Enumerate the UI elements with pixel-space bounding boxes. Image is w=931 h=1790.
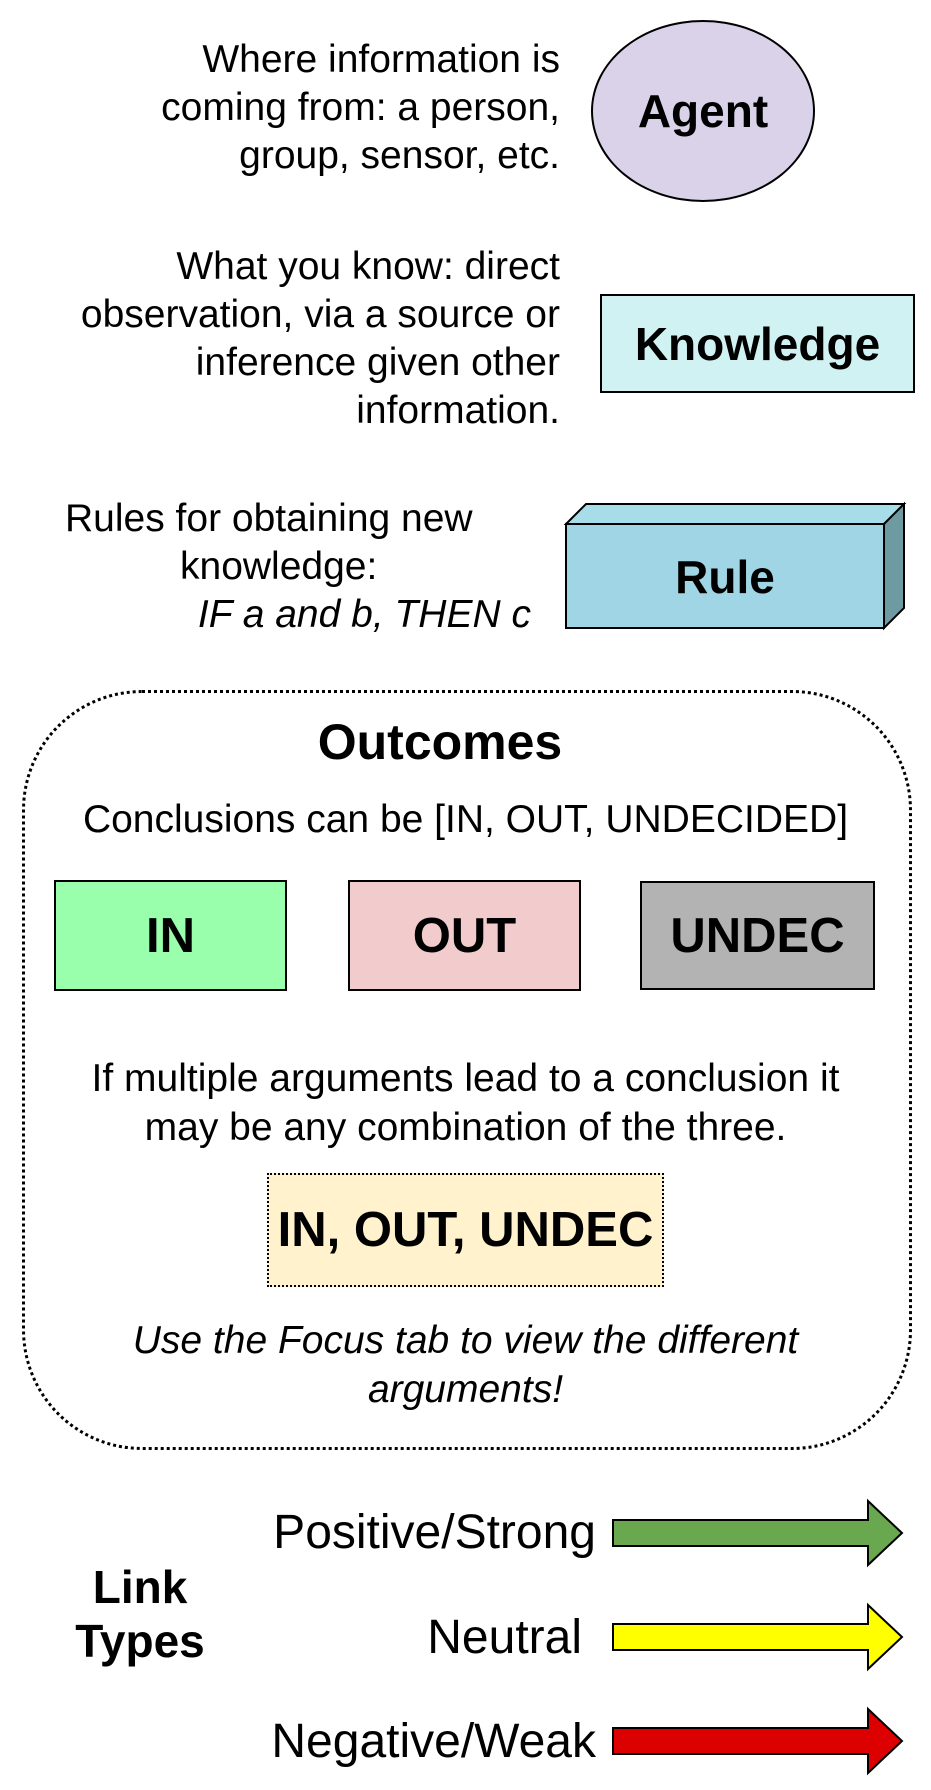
knowledge-node: Knowledge xyxy=(600,294,915,393)
outcomes-title: Outcomes xyxy=(317,714,563,770)
rule-block-top xyxy=(563,503,907,525)
rule-formula: IF a and b, THEN c xyxy=(197,593,531,636)
outcome-undec-label: UNDEC xyxy=(670,908,845,963)
link-types-title-line: Types xyxy=(75,1615,205,1667)
outcome-out-box: OUT xyxy=(348,880,581,991)
knowledge-description-line: inference given other xyxy=(195,341,560,384)
knowledge-description: What you know: direct observation, via a… xyxy=(10,243,560,435)
agent-description-line: Where information is xyxy=(202,38,560,81)
negative-arrow-icon xyxy=(612,1706,904,1776)
outcome-undec-box: UNDEC xyxy=(640,881,875,990)
rule-label: Rule xyxy=(675,551,775,603)
rule-description-line: Rules for obtaining new xyxy=(65,497,473,540)
link-neutral-label: Neutral xyxy=(427,1611,582,1664)
multiple-arguments-text: If multiple arguments lead to a conclusi… xyxy=(0,1054,931,1152)
focus-tab-hint-line: arguments! xyxy=(367,1368,564,1411)
link-negative-label: Negative/Weak xyxy=(271,1715,596,1768)
agent-description-line: coming from: a person, xyxy=(161,86,560,129)
knowledge-description-line: observation, via a source or xyxy=(80,293,560,336)
knowledge-description-line: information. xyxy=(356,389,560,432)
positive-arrow-icon xyxy=(612,1498,904,1568)
focus-tab-hint-line: Use the Focus tab to view the different xyxy=(132,1319,799,1362)
agent-description: Where information is coming from: a pers… xyxy=(60,36,560,180)
rule-block xyxy=(563,501,907,631)
outcome-in-box: IN xyxy=(54,880,287,991)
combined-outcome-label: IN, OUT, UNDEC xyxy=(277,1203,654,1257)
outcomes-panel xyxy=(22,690,912,1450)
rule-node: Rule xyxy=(566,524,884,630)
multiple-arguments-line: may be any combination of the three. xyxy=(144,1106,787,1149)
rule-block-front xyxy=(565,523,885,629)
multiple-arguments-line: If multiple arguments lead to a conclusi… xyxy=(91,1057,840,1100)
knowledge-description-line: What you know: direct xyxy=(176,245,560,288)
link-types-title: Link Types xyxy=(40,1560,240,1668)
agent-description-line: group, sensor, etc. xyxy=(239,134,560,177)
combined-outcome-box: IN, OUT, UNDEC xyxy=(267,1173,664,1287)
neutral-arrow-icon xyxy=(612,1602,904,1672)
outcome-out-label: OUT xyxy=(412,908,517,963)
rule-description-line: knowledge: xyxy=(180,545,378,588)
focus-tab-hint: Use the Focus tab to view the different … xyxy=(0,1316,931,1414)
outcome-in-label: IN xyxy=(146,908,195,963)
rule-block-side xyxy=(883,501,905,631)
link-positive-label: Positive/Strong xyxy=(273,1506,596,1559)
link-types-title-line: Link xyxy=(92,1561,188,1613)
agent-node: Agent xyxy=(591,20,815,202)
outcomes-subtitle: Conclusions can be [IN, OUT, UNDECIDED] xyxy=(82,798,849,841)
knowledge-label: Knowledge xyxy=(634,317,881,370)
agent-label: Agent xyxy=(637,85,769,137)
